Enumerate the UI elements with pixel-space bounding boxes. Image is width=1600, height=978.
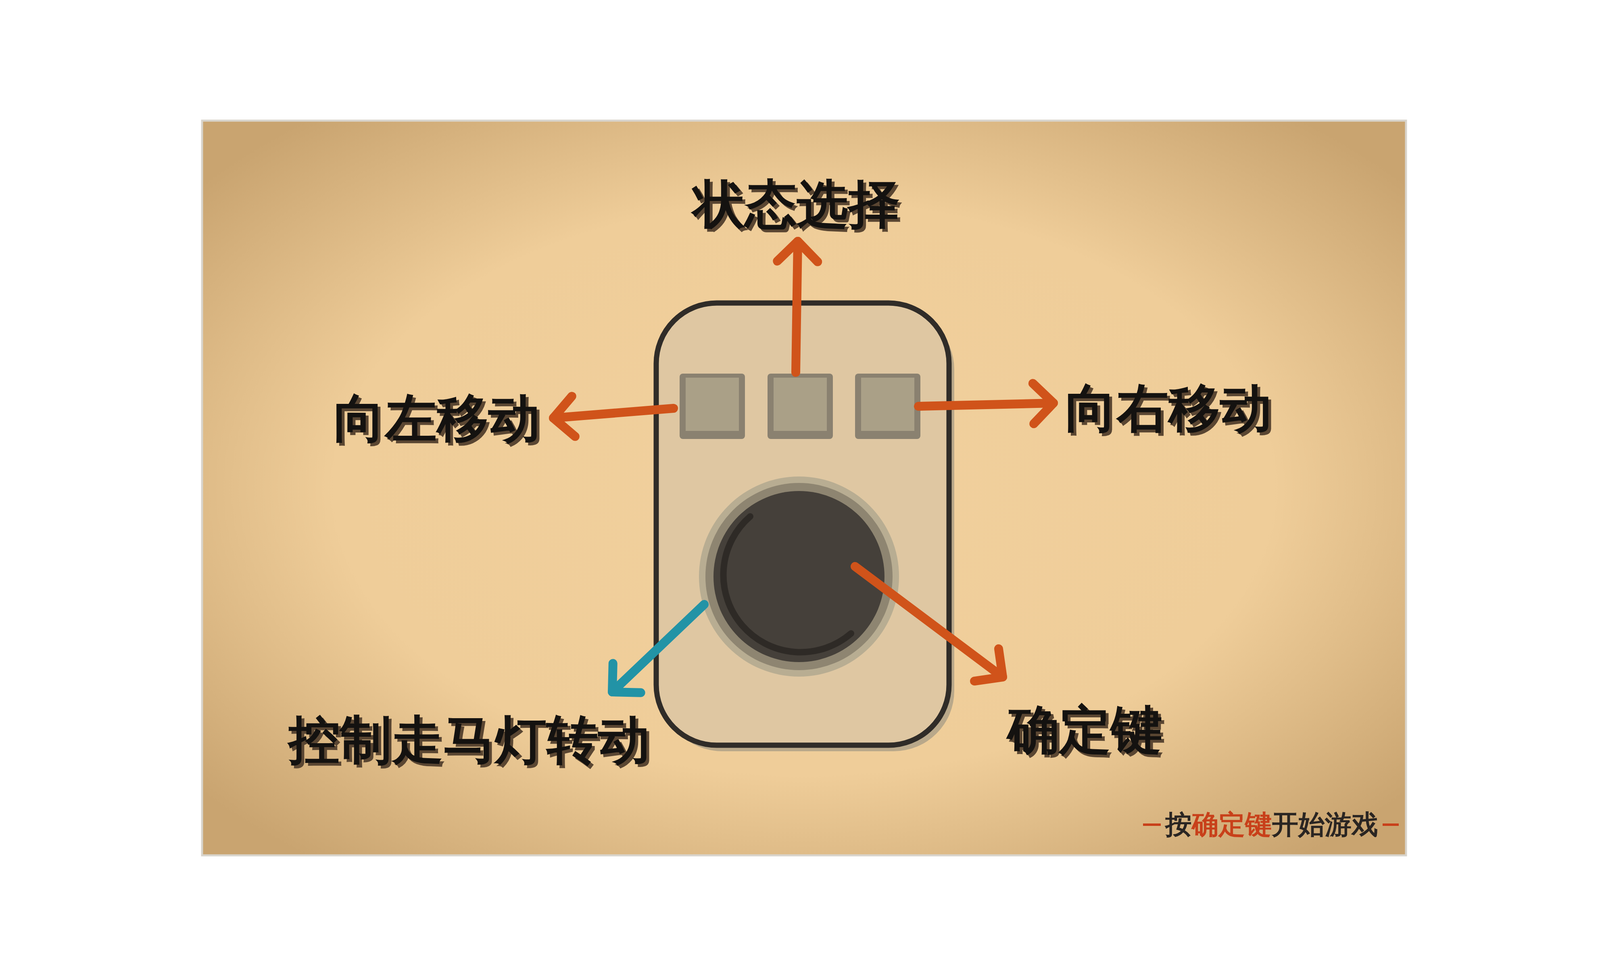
pointer-arrows [553, 241, 1054, 692]
knob-label: 确定键 [1007, 701, 1163, 759]
hint-text: 确定键 [1191, 808, 1272, 840]
hint-text: 按 [1165, 808, 1192, 840]
controller-body [656, 302, 955, 751]
paper-card [202, 120, 1406, 856]
button-label: 向右移动 [1065, 379, 1272, 437]
button-label: 向左移动 [333, 390, 541, 447]
hint-text: 开始游戏 [1271, 808, 1379, 840]
button-label: 状态选择 [693, 175, 900, 233]
knob-label: 控制走马灯转动 [288, 711, 650, 769]
controller-buttons [679, 373, 921, 439]
start-hint: 按确定键开始游戏 [1165, 809, 1379, 840]
